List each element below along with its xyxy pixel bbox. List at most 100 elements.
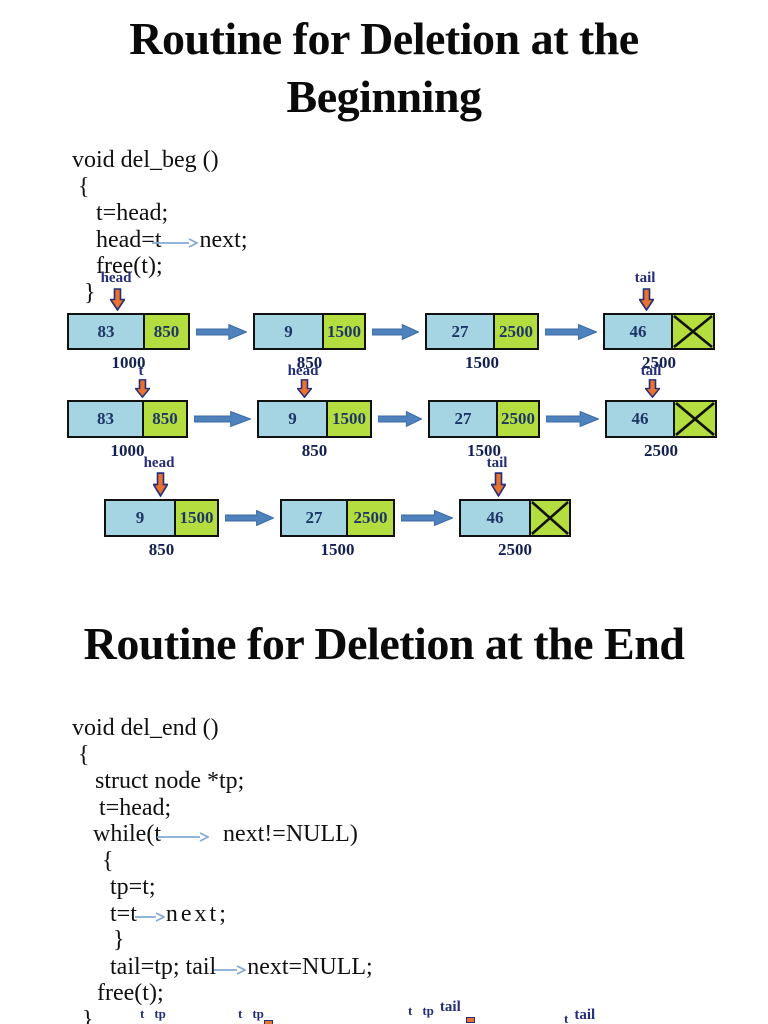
node-pointer-cell: 1500 [324,315,364,348]
code-text: next=NULL; [247,953,373,980]
code-text: } [84,280,96,306]
code-text: t=t [110,900,137,927]
code-text: t=head; [99,794,172,821]
code-text: next; [165,900,229,927]
right-arrow-icon [156,824,210,849]
node-data-cell: 46 [461,501,531,535]
node-data-cell: 46 [607,402,675,436]
down-arrow-icon [264,1020,273,1024]
code-line: { [78,741,90,768]
list-node: 46 [605,400,717,438]
node-address: 1500 [467,441,501,460]
code-line: t=head; [99,794,172,821]
connector-arrow-icon [400,509,454,531]
code-text: { [78,173,90,200]
code-line: } [82,1006,94,1024]
code-text: t=head; [96,200,169,227]
code-line: t=t next; [110,900,229,929]
pointer-variable-label: head [143,455,175,471]
node-pointer-cell [673,315,713,348]
list-node: 46 [603,313,715,350]
pointer-variable-label: tail [486,455,508,471]
code-text: void del_end () [72,715,219,741]
code-text: tail=tp; tail [110,953,217,980]
code-text: tp=t; [110,874,156,900]
pointer-variable-label: tail [640,363,662,379]
node-data-cell: 46 [605,315,673,348]
down-arrow-icon [296,379,313,403]
code-line: void del_beg () [72,148,219,173]
pointer-variable-label: tail [634,270,656,286]
code-line: tp=t; [110,875,156,900]
right-arrow-icon [151,230,199,255]
node-data-cell: 9 [106,501,176,535]
pointer-variable-label: t [238,1006,243,1021]
pointer-variable-label: tail [439,999,461,1015]
connector-arrow-icon [193,410,252,432]
node-address: 850 [296,353,323,372]
list-node: 46 [459,499,571,537]
code-line: while(t next!=NULL) [93,822,358,847]
code-text: free(t); [97,980,164,1006]
code-line: { [78,173,90,200]
code-line: struct node *tp; [95,769,244,794]
pointer-variable-label: t [564,1011,569,1024]
down-arrow-icon [466,1017,475,1023]
node-pointer-cell [531,501,569,535]
pointer-variable-label: t [140,1006,145,1021]
right-arrow-icon [134,904,166,929]
code-line: head=t next; [96,227,248,255]
code-text: free(t); [96,253,163,280]
down-arrow-icon [152,472,169,502]
node-address: 1500 [465,353,499,372]
code-line: free(t); [96,254,163,279]
node-address: 2500 [498,540,532,559]
code-line: free(t); [97,981,164,1006]
node-pointer-cell: 850 [144,402,186,436]
node-pointer-cell: 1500 [176,501,217,535]
node-address: 1500 [320,540,355,559]
node-data-cell: 9 [259,402,328,436]
code-line: tail=tp; tail next=NULL; [110,953,373,982]
code-text: } [82,1006,94,1024]
node-pointer-cell: 1500 [328,402,370,436]
pointer-variable-label: t [408,1003,413,1018]
code-text: { [102,847,114,874]
down-arrow-icon [490,472,507,502]
node-data-cell: 27 [282,501,348,535]
node-address: 850 [148,540,175,559]
down-arrow-icon [638,288,655,316]
code-text: { [78,741,90,768]
connector-arrow-icon [371,323,420,345]
pointer-variable-label: t [138,363,144,379]
right-arrow-icon [214,957,248,982]
code-line: { [102,847,114,874]
down-arrow-icon [644,379,661,403]
section2-title: Routine for Deletion at the End [83,618,685,669]
code-text: void del_beg () [72,147,219,173]
connector-arrow-icon [224,509,275,531]
code-line: t=head; [96,201,168,226]
connector-arrow-icon [377,410,423,432]
node-data-cell: 27 [427,315,495,348]
pointer-variable-label: tail [574,1007,596,1023]
node-data-cell: 9 [255,315,324,348]
section1-title: Routine for Deletion at the Beginning [0,10,768,126]
code-text: } [113,927,125,953]
down-arrow-icon [134,379,151,403]
code-text: struct node *tp; [95,768,245,794]
node-address: 2500 [642,353,676,372]
node-pointer-cell: 2500 [348,501,393,535]
